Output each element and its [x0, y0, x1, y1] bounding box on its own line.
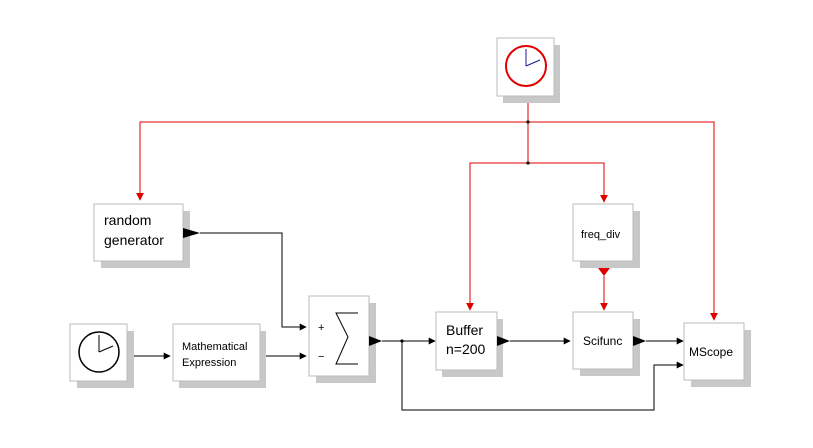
sum-plus-sign: + — [318, 322, 324, 334]
clock-block-left[interactable] — [69, 323, 134, 388]
mscope-label: MScope — [689, 345, 733, 359]
event-link-to-freq-div[interactable] — [528, 162, 608, 203]
clock-icon — [505, 45, 547, 87]
event-split-point — [526, 161, 530, 165]
sum-minus-sign: − — [318, 351, 324, 363]
random-generator-label-line1: random — [104, 212, 151, 228]
sigma-icon — [335, 312, 358, 365]
buffer-label-line2: n=200 — [446, 341, 486, 357]
scifunc-block[interactable]: Scifunc — [572, 311, 646, 376]
output-port — [183, 228, 200, 238]
buffer-block[interactable]: Buffer n=200 — [435, 311, 510, 377]
output-port — [369, 336, 382, 346]
event-link-to-mscope[interactable] — [528, 121, 718, 321]
event-clock-block-top[interactable] — [496, 37, 560, 103]
math-expression-block[interactable]: Mathematical Expression — [172, 323, 266, 388]
clock-icon — [78, 331, 120, 373]
event-links — [136, 103, 718, 321]
mscope-block[interactable]: MScope — [683, 322, 751, 387]
math-expression-label-line1: Mathematical — [182, 341, 247, 353]
data-split-point — [400, 339, 404, 343]
freq-div-label: freq_div — [581, 229, 621, 241]
random-generator-label-line2: generator — [104, 232, 164, 248]
data-link-random-to-sum[interactable] — [200, 232, 307, 331]
data-links — [132, 232, 684, 411]
output-port — [633, 336, 646, 346]
scifunc-label: Scifunc — [583, 334, 622, 348]
event-link-to-buffer[interactable] — [466, 162, 528, 311]
random-generator-block[interactable]: random generator — [93, 203, 200, 268]
freq-div-event-input-arrow — [598, 268, 610, 276]
freq-div-block[interactable]: freq_div — [572, 203, 640, 268]
math-expression-label-line2: Expression — [182, 357, 236, 369]
output-port — [497, 336, 510, 346]
event-split-point — [526, 120, 530, 124]
sum-block[interactable]: + − — [308, 295, 382, 383]
data-link-sum-to-mscope[interactable] — [401, 341, 684, 411]
buffer-label-line1: Buffer — [446, 322, 483, 338]
event-link-to-random-generator[interactable] — [136, 121, 528, 201]
